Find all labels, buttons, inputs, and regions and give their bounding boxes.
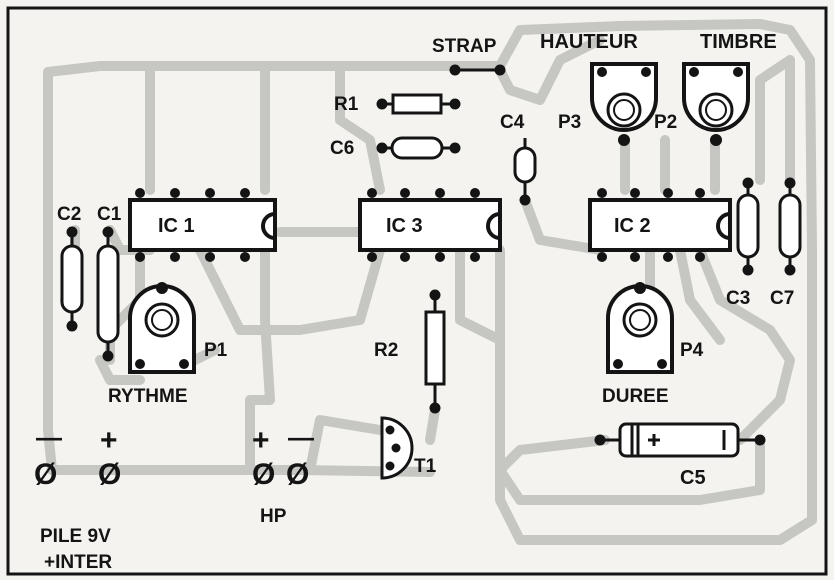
label-p3: P3 [558, 112, 581, 133]
terminal-hp-minus: Ø [286, 458, 309, 491]
label-minus-hp: — [288, 422, 314, 452]
label-ic1: IC 1 [158, 215, 195, 237]
ic2-chip [588, 188, 732, 262]
c6-capacitor [376, 136, 461, 160]
label-rythme: RYTHME [108, 386, 188, 407]
screw-terminals: Ø Ø Ø Ø [34, 458, 309, 491]
label-r1: R1 [334, 94, 359, 115]
c5-capacitor [594, 422, 766, 458]
terminal-pile-plus: Ø [98, 458, 121, 491]
ic1-chip [128, 188, 277, 262]
p2-trimmer [682, 62, 750, 146]
label-c1: C1 [97, 204, 122, 225]
label-p2: P2 [654, 112, 677, 133]
label-timbre: TIMBRE [700, 31, 777, 53]
label-c2: C2 [57, 204, 81, 225]
label-plus-pile: + [100, 424, 118, 457]
label-pile-inter: +INTER [44, 552, 112, 573]
c2-capacitor [60, 226, 84, 332]
r1-resistor [376, 93, 461, 115]
p1-trimmer [128, 282, 196, 374]
label-c7: C7 [770, 288, 794, 309]
label-pile-9v: PILE 9V [40, 526, 111, 547]
label-strap: STRAP [432, 36, 497, 57]
label-duree: DUREE [602, 386, 669, 407]
label-t1: T1 [414, 456, 437, 477]
p4-trimmer [606, 282, 674, 374]
label-c4: C4 [500, 112, 525, 133]
ic3-chip [358, 188, 502, 262]
label-minus-pile: — [36, 422, 62, 452]
label-hauteur: HAUTEUR [540, 31, 638, 53]
c1-capacitor [96, 226, 120, 362]
c7-capacitor [778, 177, 802, 276]
c4-capacitor [513, 138, 537, 206]
p3-trimmer [590, 62, 658, 146]
board-frame [6, 6, 828, 576]
c3-capacitor [736, 177, 760, 276]
label-plus-hp: + [252, 424, 270, 457]
r2-resistor [424, 289, 446, 414]
label-c6: C6 [330, 138, 354, 159]
label-hp: HP [260, 506, 287, 527]
label-r2: R2 [374, 340, 398, 361]
label-ic3: IC 3 [386, 215, 423, 237]
terminal-hp-plus: Ø [252, 458, 275, 491]
terminal-pile-minus: Ø [34, 458, 57, 491]
component-labels: STRAP HAUTEUR TIMBRE R1 C6 C4 P3 P2 C2 C… [36, 31, 794, 573]
label-p1: P1 [204, 340, 228, 361]
t1-transistor [380, 416, 414, 480]
label-c5: C5 [680, 467, 706, 489]
label-ic2: IC 2 [614, 215, 651, 237]
label-p4: P4 [680, 340, 704, 361]
strap-wire [449, 64, 506, 76]
label-c3: C3 [726, 288, 750, 309]
